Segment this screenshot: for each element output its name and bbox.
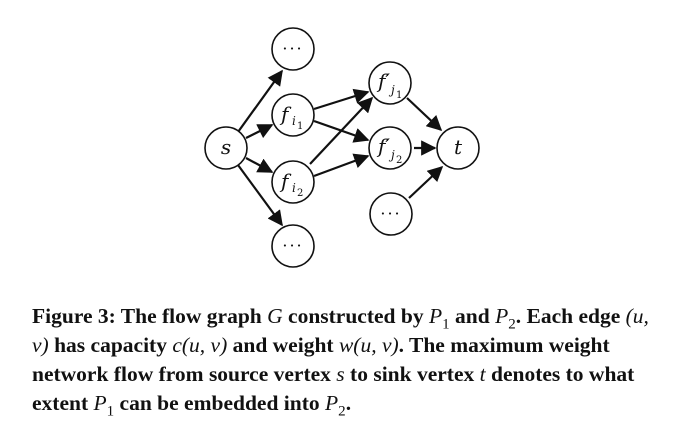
node-top-dots-label: ··· xyxy=(282,39,303,58)
caption-math: P2 xyxy=(495,304,516,333)
caption-segment: to sink vertex xyxy=(344,362,480,386)
node-fi2-subsub: 2 xyxy=(297,188,303,199)
edge-s-top-dots xyxy=(237,69,283,133)
node-fi1: f i 1 xyxy=(271,93,315,137)
caption-subscript: 2 xyxy=(508,316,516,333)
caption-segment: . xyxy=(345,391,352,415)
node-fi2: f i 2 xyxy=(271,160,315,204)
caption-math: G xyxy=(267,304,283,328)
caption-math: w(u, v) xyxy=(338,333,399,357)
edge-fi2-fj1 xyxy=(309,96,374,165)
edge-right-dots-t xyxy=(408,165,444,199)
node-top-dots: ··· xyxy=(271,27,315,71)
caption-segment: The flow graph xyxy=(115,304,268,328)
flow-graph-figure: s ··· f i 1 f i 2 ··· f′ j 1 xyxy=(204,27,480,268)
node-fi2-sub: i xyxy=(292,181,296,195)
node-fi1-sub: i xyxy=(292,114,296,128)
caption-math: P1 xyxy=(428,304,450,333)
caption-segment: has capacity xyxy=(48,333,173,357)
node-bottom-dots-label: ··· xyxy=(282,236,303,255)
node-fj2: f′ j 2 xyxy=(368,126,412,170)
node-t: t xyxy=(436,126,480,170)
node-bottom-dots: ··· xyxy=(271,224,315,268)
figure-label: Figure 3: xyxy=(32,304,116,328)
node-t-label: t xyxy=(454,135,463,159)
node-s-label: s xyxy=(221,135,231,159)
node-right-dots: ··· xyxy=(369,192,413,236)
node-right-dots-label: ··· xyxy=(380,204,401,223)
caption-segment: . Each edge xyxy=(515,304,626,328)
caption-segment: constructed by xyxy=(282,304,429,328)
node-fj2-label: f′ xyxy=(376,134,390,158)
figure-caption: Figure 3: The flow graph G constructed b… xyxy=(32,302,660,420)
caption-segment: denotes to what extent xyxy=(32,362,635,415)
caption-math: t xyxy=(479,362,486,386)
caption-segment: can be embedded into xyxy=(114,391,326,415)
edge-fi1-fj1 xyxy=(313,88,370,111)
caption-math: c(u, v) xyxy=(172,333,228,357)
edge-s-bottom-dots xyxy=(237,164,283,227)
node-fj1-subsub: 1 xyxy=(396,90,402,101)
node-fi1-subsub: 1 xyxy=(297,121,303,132)
caption-math: P2 xyxy=(325,391,346,420)
node-fj2-subsub: 2 xyxy=(396,155,402,166)
caption-segment: and xyxy=(449,304,496,328)
caption-math: P1 xyxy=(93,391,115,420)
caption-subscript: 1 xyxy=(442,316,450,333)
caption-text: The flow graph G constructed by P1 and P… xyxy=(32,304,649,420)
caption-segment: and weight xyxy=(227,333,339,357)
node-fj1-label: f′ xyxy=(376,69,390,93)
caption-segment: . The maximum weight network flow from s… xyxy=(32,333,610,386)
caption-subscript: 2 xyxy=(338,403,346,420)
edge-fi2-fj2 xyxy=(313,153,370,178)
caption-subscript: 1 xyxy=(106,403,115,420)
flow-graph-svg: s ··· f i 1 f i 2 ··· f′ j 1 xyxy=(204,27,480,268)
edge-s-fi1 xyxy=(245,124,274,139)
caption-math: (u, v) xyxy=(32,304,649,357)
node-fj1-sub: j xyxy=(388,83,395,97)
caption-math: s xyxy=(336,362,345,386)
edge-fj1-t xyxy=(406,97,443,132)
node-fj2-sub: j xyxy=(388,148,395,162)
node-s: s xyxy=(204,126,248,170)
node-fj1: f′ j 1 xyxy=(368,61,412,105)
edge-s-fi2 xyxy=(245,157,274,173)
